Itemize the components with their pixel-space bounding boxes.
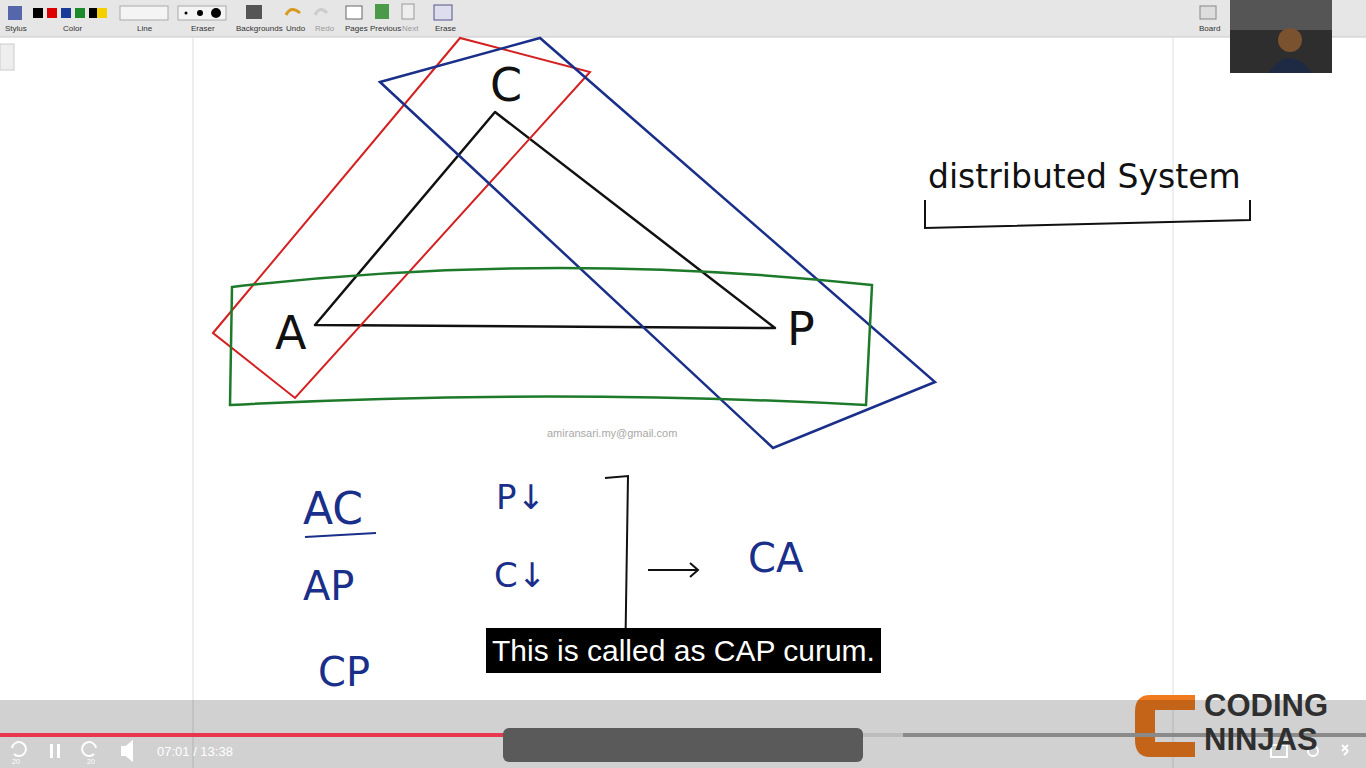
skip-count: 20 <box>12 758 20 765</box>
vertex-label: A <box>275 310 306 356</box>
pair-label: AC <box>303 487 363 531</box>
brand-name: CODING <box>1204 690 1328 721</box>
result-arrow <box>648 563 698 577</box>
watermark: amiransari.my@gmail.com <box>547 428 677 439</box>
vertex-label: C <box>490 62 522 108</box>
pair-note: C↓ <box>494 558 546 592</box>
annotation-toolbar <box>503 728 863 762</box>
skip-count: 20 <box>87 758 95 765</box>
brand-name: NINJAS <box>1204 724 1318 755</box>
presenter-body <box>1268 58 1312 73</box>
vertex-label: P <box>787 306 815 352</box>
cap-triangle <box>315 112 775 328</box>
pair-note: P↓ <box>496 480 545 514</box>
time-display: 07:01 / 13:38 <box>157 745 233 758</box>
pair-label: AP <box>303 566 354 606</box>
underline <box>305 533 376 537</box>
ac-band <box>213 38 590 398</box>
toolbar-label: Next <box>402 25 418 33</box>
toolbar-label: Color <box>63 25 82 33</box>
webcam-wall <box>1230 0 1332 30</box>
toolbar-label: Line <box>137 25 152 33</box>
toolbar-label: Undo <box>286 25 305 33</box>
presenter-head <box>1278 28 1302 52</box>
webcam-frame <box>1230 0 1332 73</box>
pair-label: CP <box>318 652 370 692</box>
player-shade <box>0 700 1366 768</box>
toolbar-label: Board <box>1199 25 1220 33</box>
pair-label: CA <box>748 538 803 578</box>
toolbar-label: Eraser <box>191 25 215 33</box>
toolbar-label: Previous <box>370 25 401 33</box>
toolbar-label: Erase <box>435 25 456 33</box>
player-icons <box>12 742 1348 760</box>
subtitle-caption: This is called as CAP curum. <box>486 628 881 673</box>
toolbar-edge <box>0 37 1366 38</box>
board-heading: distributed System <box>928 160 1241 193</box>
toolbar-label: Pages <box>345 25 368 33</box>
ap-band <box>230 268 872 405</box>
toolbar-label: Stylus <box>5 25 27 33</box>
page-border <box>1173 37 1174 768</box>
side-tab <box>0 44 14 70</box>
cp-band <box>380 38 935 448</box>
toolbar-bar <box>0 0 1366 37</box>
toolbar-label: Backgrounds <box>236 25 283 33</box>
title-bracket <box>925 200 1250 228</box>
toolbar-icons <box>8 4 1216 20</box>
page-border <box>193 37 194 768</box>
toolbar-label: Redo <box>315 25 334 33</box>
